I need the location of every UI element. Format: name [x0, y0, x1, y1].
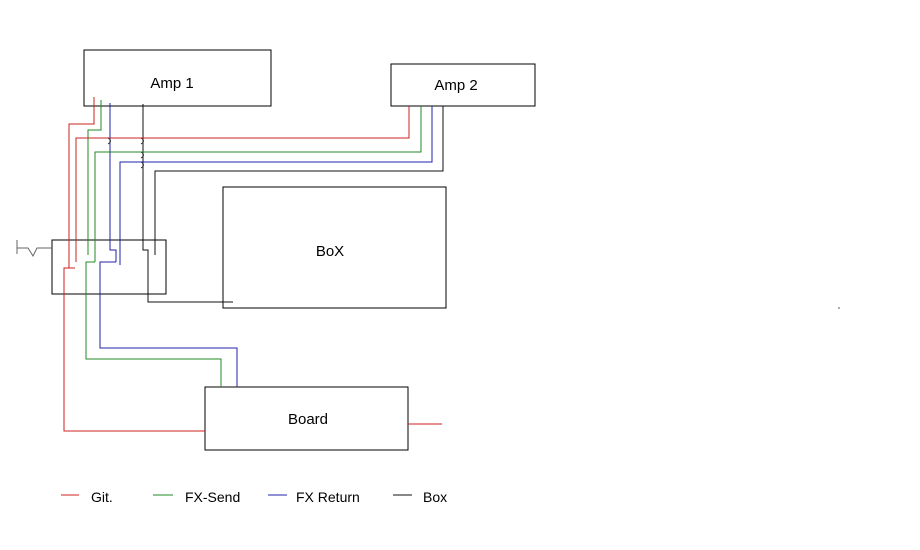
- fx-send-cable-to-board: [85, 261, 222, 387]
- fx-send-cable-amp1: [87, 100, 102, 255]
- box-box: [222, 186, 447, 309]
- amp2-label: Amp 2: [434, 77, 477, 94]
- box-cable-amp1: [142, 104, 149, 262]
- crossing-hops: [107, 137, 144, 169]
- box-cable-amp2: [154, 106, 444, 255]
- amp1-label: Amp 1: [150, 75, 193, 92]
- fx-return-cable-to-board: [99, 261, 238, 387]
- git-cable-amp2: [75, 106, 410, 262]
- git-cable-amp1: [68, 97, 95, 268]
- input-plug-symbol: [16, 240, 52, 258]
- fx-return-cable-amp2: [119, 106, 433, 265]
- legend: Git. FX-Send FX Return Box: [61, 489, 447, 505]
- git-cable-to-board: [63, 267, 205, 432]
- legend-label-fx-return: FX Return: [296, 489, 360, 505]
- amp2-box: [390, 63, 536, 107]
- fx-return-cable-amp1: [109, 103, 117, 262]
- board-box: [204, 386, 409, 451]
- stray-dot: [838, 307, 840, 309]
- legend-label-fx-send: FX-Send: [185, 489, 240, 505]
- legend-label-box: Box: [423, 489, 447, 505]
- box-label: BoX: [316, 243, 344, 260]
- board-label: Board: [288, 411, 328, 428]
- amp1-box: [83, 49, 272, 107]
- box-cable-to-box: [147, 262, 233, 303]
- legend-label-git: Git.: [91, 489, 113, 505]
- fx-send-cable-amp2: [94, 106, 422, 262]
- junction-box: [51, 239, 167, 295]
